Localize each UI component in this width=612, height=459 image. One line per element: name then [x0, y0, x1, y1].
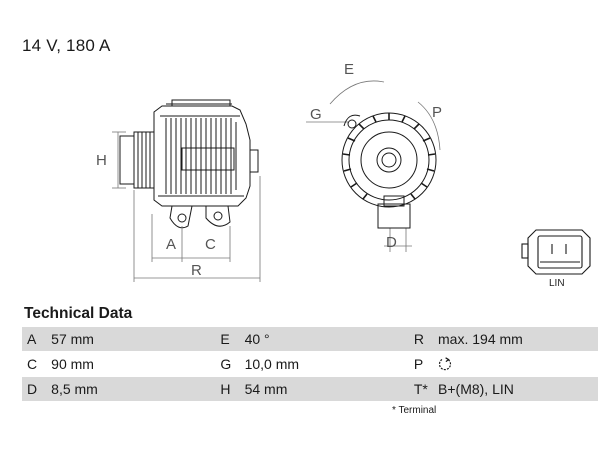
spec-key: C — [22, 351, 52, 377]
spec-value: 90 mm — [51, 351, 212, 377]
spec-key: H — [215, 376, 245, 402]
spec-value — [438, 351, 598, 377]
dimension-lines — [112, 80, 441, 282]
dimension-label-c: C — [205, 236, 216, 253]
spec-value: 10,0 mm — [244, 351, 405, 377]
spec-key: D — [22, 376, 52, 402]
dimension-label-e: E — [344, 61, 355, 78]
spec-key: A — [22, 327, 52, 352]
spec-value: max. 194 mm — [438, 327, 598, 352]
spec-value: 54 mm — [244, 376, 405, 402]
dimension-label-p: P — [432, 104, 443, 121]
dimension-label-r: R — [191, 262, 202, 279]
table-row: C 90 mm G 10,0 mm P — [22, 351, 598, 377]
spec-value: B+(M8), LIN — [438, 376, 598, 402]
spec-key: T* — [408, 376, 439, 402]
housing-side-view — [153, 99, 259, 229]
spec-key: R — [408, 327, 439, 352]
dimension-label-a: A — [166, 236, 177, 253]
table-row: A 57 mm E 40 ° R max. 194 mm — [22, 327, 598, 352]
lin-connector-icon — [521, 229, 591, 275]
spec-value: 57 mm — [51, 327, 212, 352]
section-title: Technical Data — [24, 305, 133, 322]
spec-value: 40 ° — [244, 327, 405, 352]
clockwise-rotation-icon — [438, 357, 452, 371]
footnote: * Terminal — [392, 405, 437, 416]
table-row: D 8,5 mm H 54 mm T* B+(M8), LIN — [22, 376, 598, 402]
pulley-side-view — [119, 131, 155, 189]
spec-value: 8,5 mm — [51, 376, 212, 402]
connector-label: LIN — [549, 278, 565, 289]
alternator-drawing — [112, 80, 591, 282]
product-headline: 14 V, 180 A — [22, 36, 111, 55]
technical-data-table: A 57 mm E 40 ° R max. 194 mm C 90 mm G 1… — [22, 327, 598, 402]
spec-key: E — [215, 327, 245, 352]
cooling-fins — [165, 118, 237, 194]
dimension-label-g: G — [310, 106, 322, 123]
dimension-label-h: H — [96, 152, 107, 169]
alternator-front-view — [341, 112, 437, 229]
dimension-label-d: D — [386, 234, 397, 251]
spec-key: G — [215, 351, 245, 377]
spec-key: P — [408, 351, 439, 377]
